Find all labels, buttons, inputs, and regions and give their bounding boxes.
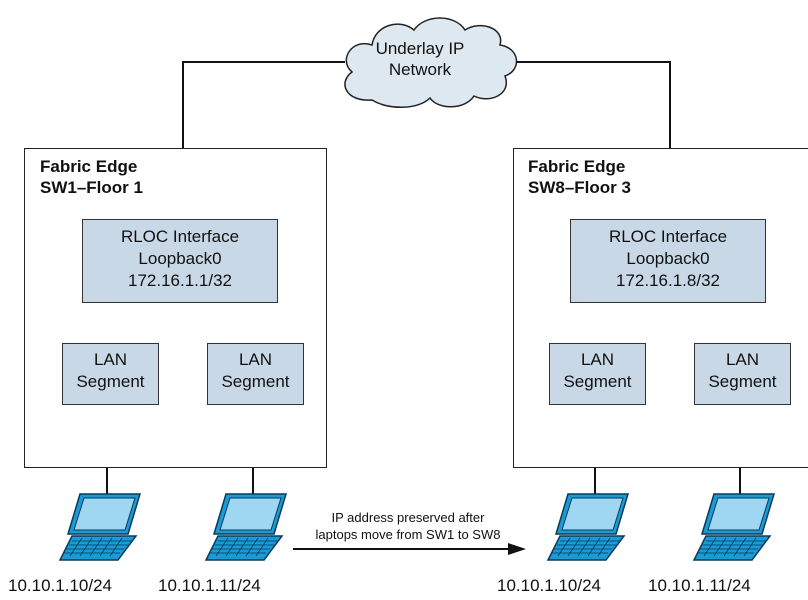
laptop-icon xyxy=(546,493,630,561)
lan-label-line2: Segment xyxy=(563,372,632,391)
lan-label-line2: Segment xyxy=(708,372,777,391)
sw8-rloc-line3: 172.16.1.8/32 xyxy=(616,271,720,290)
laptop-icon xyxy=(204,493,288,561)
lan-label-line2: Segment xyxy=(76,372,145,391)
sw8-rloc-interface: RLOC Interface Loopback0 172.16.1.8/32 xyxy=(570,219,766,303)
underlay-label-line1: Underlay IP xyxy=(375,39,465,58)
fabric-edge-sw1-box xyxy=(24,148,327,468)
sw8-lan-segment-2: LAN Segment xyxy=(694,343,791,405)
sw1-rloc-line2: Loopback0 xyxy=(138,249,222,268)
sw1-title-line2: SW1–Floor 1 xyxy=(40,178,143,197)
sw1-host2-ip: 10.10.1.11/24 xyxy=(158,576,261,595)
note-line2: laptops move from SW1 to SW8 xyxy=(315,527,501,542)
fabric-edge-sw8-box xyxy=(513,148,808,468)
sw1-host1-ip: 10.10.1.10/24 xyxy=(8,576,112,595)
left-underlay-link xyxy=(182,61,345,148)
underlay-cloud-shape xyxy=(344,17,518,108)
fabric-edge-sw1-title: Fabric Edge SW1–Floor 1 xyxy=(40,156,143,198)
lan-label-line2: Segment xyxy=(221,372,290,391)
sw8-rloc-line1: RLOC Interface xyxy=(608,227,728,246)
right-underlay-link xyxy=(492,61,671,148)
sw1-rloc-interface: RLOC Interface Loopback0 172.16.1.1/32 xyxy=(82,219,278,303)
ip-preserved-note: IP address preserved after laptops move … xyxy=(293,509,523,543)
sw8-lan-segment-1: LAN Segment xyxy=(549,343,646,405)
move-arrowhead xyxy=(508,543,526,555)
lan-label-line1: LAN xyxy=(238,350,273,369)
sw1-rloc-line3: 172.16.1.1/32 xyxy=(128,271,232,290)
laptop-icon xyxy=(58,493,142,561)
sw1-rloc-line1: RLOC Interface xyxy=(120,227,240,246)
sw8-host2-ip: 10.10.1.11/24 xyxy=(648,576,751,595)
lan-label-line1: LAN xyxy=(93,350,128,369)
sw8-title-line1: Fabric Edge xyxy=(528,157,626,176)
lan-label-line1: LAN xyxy=(580,350,615,369)
sw1-lan-segment-1: LAN Segment xyxy=(62,343,159,405)
laptop-icon xyxy=(692,493,776,561)
sw8-title-line2: SW8–Floor 3 xyxy=(528,178,631,197)
sw8-rloc-line2: Loopback0 xyxy=(626,249,710,268)
sw1-lan-segment-2: LAN Segment xyxy=(207,343,304,405)
note-line1: IP address preserved after xyxy=(331,510,485,525)
fabric-edge-sw8-title: Fabric Edge SW8–Floor 3 xyxy=(528,156,631,198)
underlay-network-label: Underlay IP Network xyxy=(350,38,490,80)
underlay-label-line2: Network xyxy=(388,60,452,79)
sw8-host1-ip: 10.10.1.10/24 xyxy=(497,576,601,595)
lan-label-line1: LAN xyxy=(725,350,760,369)
sw1-title-line1: Fabric Edge xyxy=(40,157,138,176)
